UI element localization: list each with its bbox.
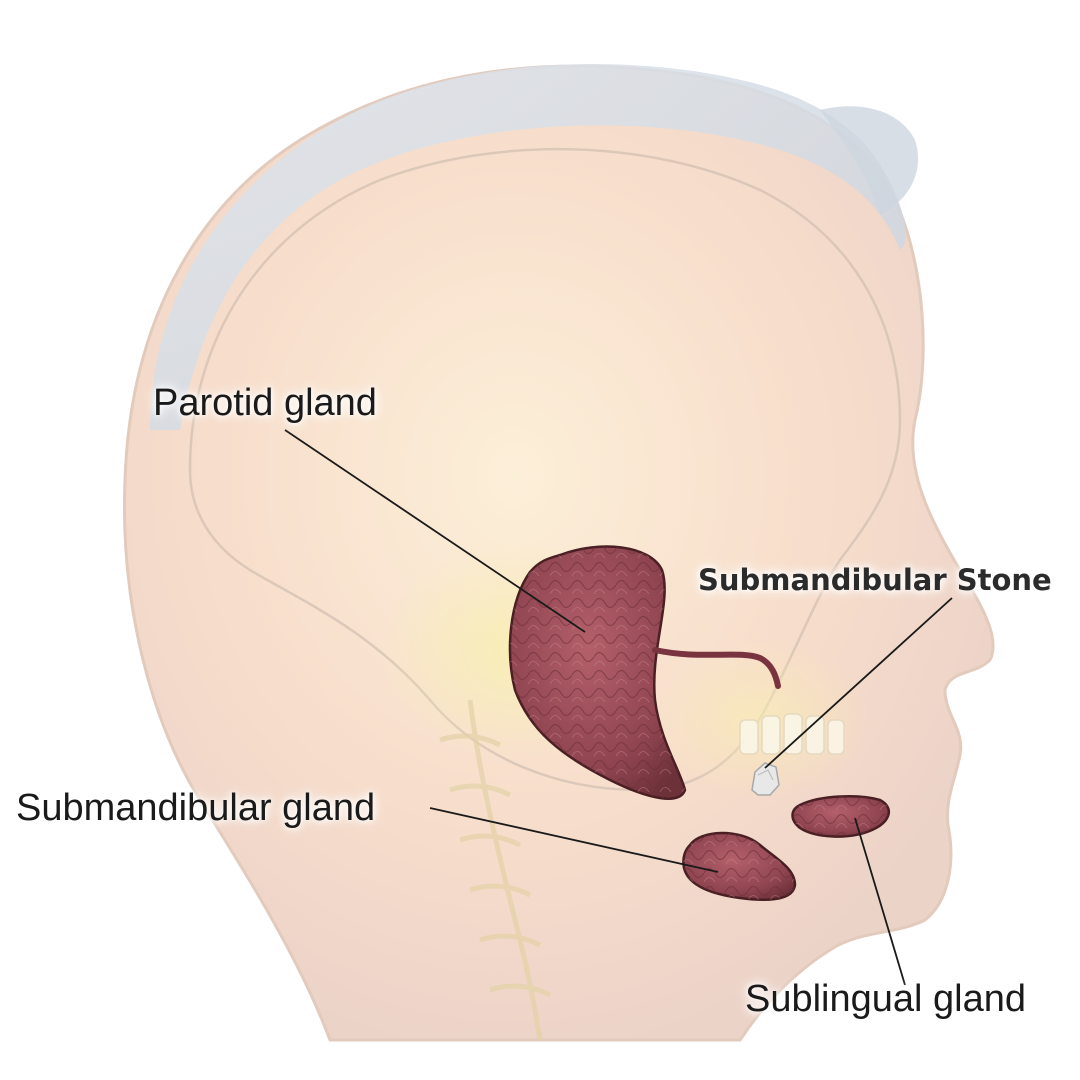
parotid-gland-label: Parotid gland xyxy=(153,384,377,422)
submandibular-gland-label: Submandibular gland xyxy=(16,789,375,827)
submandibular-stone-label: Submandibular Stone xyxy=(698,566,1052,595)
sublingual-gland-label: Sublingual gland xyxy=(745,980,1026,1018)
